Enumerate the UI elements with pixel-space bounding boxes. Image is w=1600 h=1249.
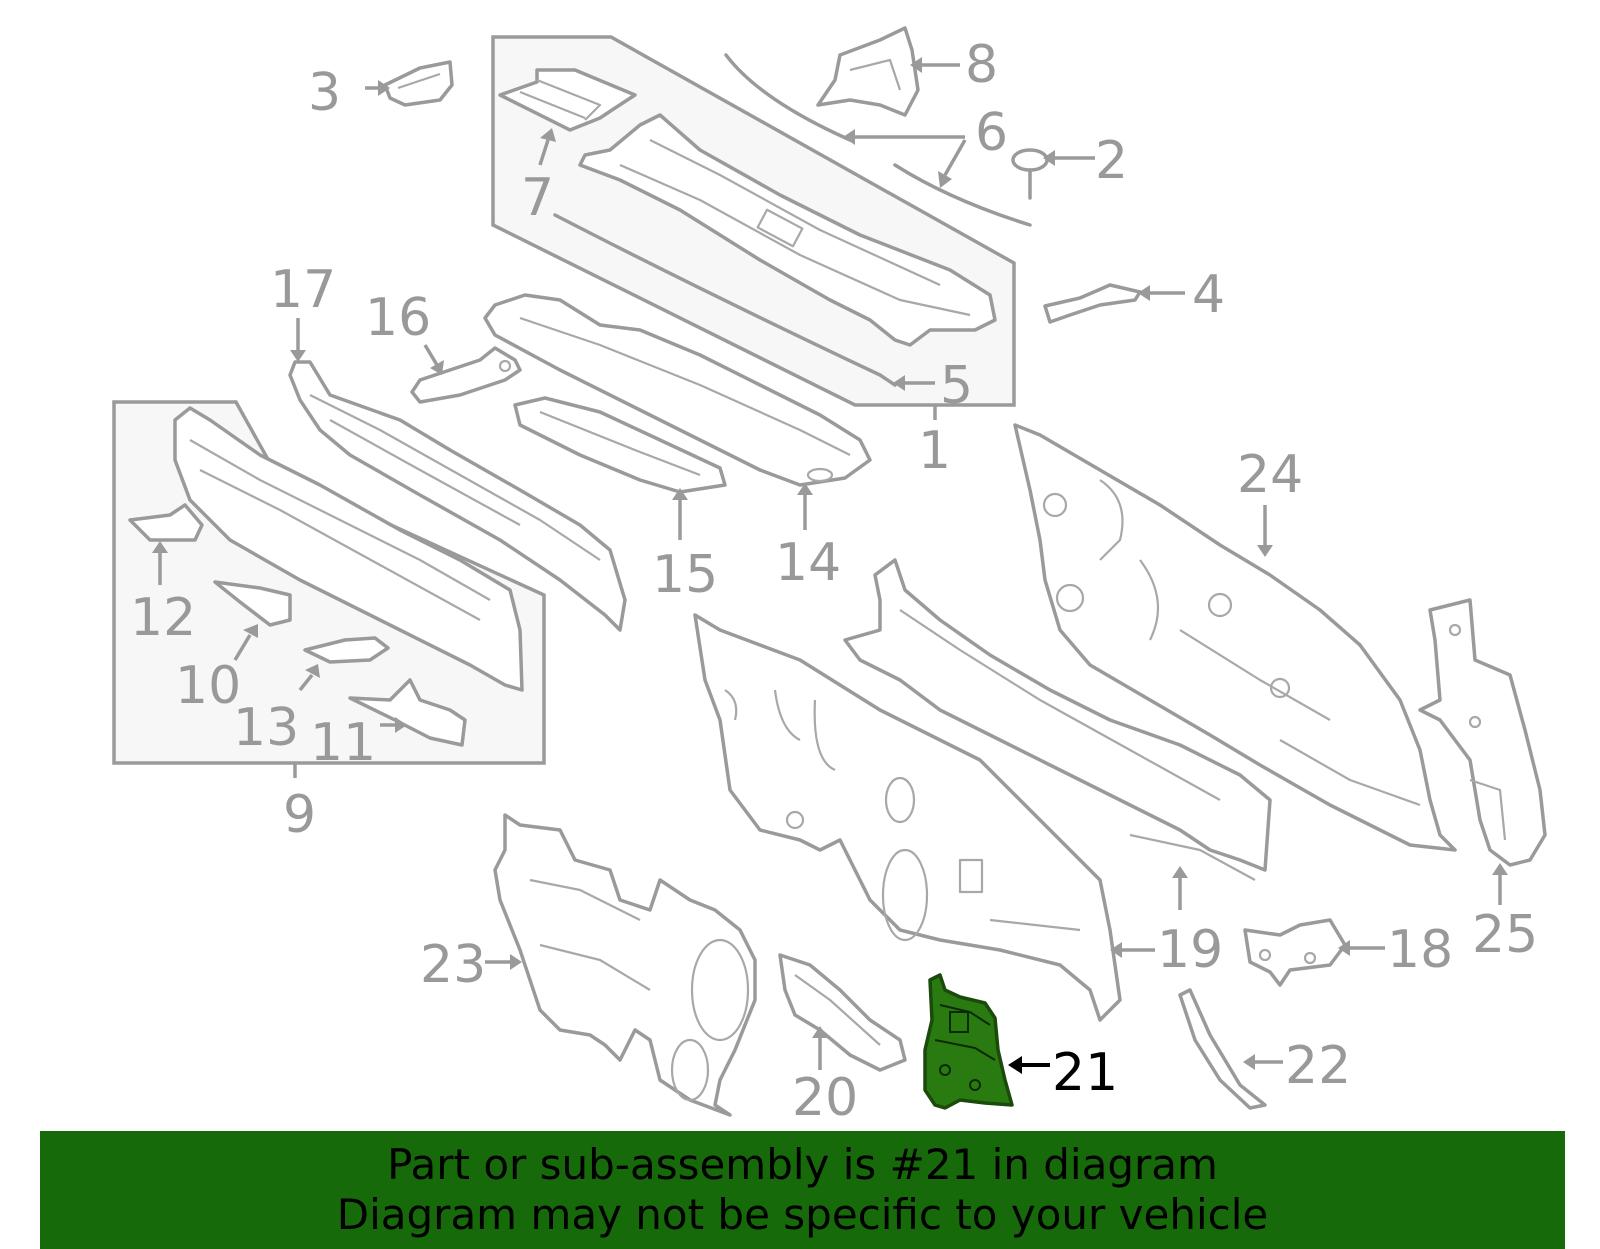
label-4: 4: [1192, 265, 1225, 325]
label-3: 3: [308, 63, 341, 123]
part-9-panel[interactable]: [173, 406, 524, 692]
part-3[interactable]: [383, 60, 454, 107]
part-21-highlighted[interactable]: [923, 973, 1014, 1110]
label-19: 19: [1157, 920, 1223, 980]
callout-labels: 1 2 3 4 5 6 7 8 9 10 11 12 13 14 15 16 1…: [130, 35, 1538, 1128]
label-22: 22: [1285, 1036, 1351, 1096]
label-7: 7: [521, 168, 554, 228]
label-24: 24: [1237, 445, 1303, 505]
label-11: 11: [310, 713, 376, 773]
part-11[interactable]: [348, 678, 467, 747]
banner-line-1: Part or sub-assembly is #21 in diagram: [387, 1140, 1218, 1189]
part-6[interactable]: [724, 53, 1032, 227]
part-25[interactable]: [1418, 598, 1547, 867]
label-2: 2: [1095, 131, 1128, 191]
label-21: 21: [1052, 1043, 1118, 1103]
part-2[interactable]: [1011, 148, 1049, 200]
part-20[interactable]: [778, 953, 907, 1072]
label-20: 20: [792, 1068, 858, 1128]
part-5[interactable]: [553, 113, 997, 387]
part-10[interactable]: [213, 580, 292, 627]
label-23: 23: [420, 935, 486, 995]
part-14[interactable]: [483, 293, 872, 487]
label-1: 1: [918, 421, 951, 481]
part-19[interactable]: [693, 613, 1122, 1022]
banner-line-2: Diagram may not be specific to your vehi…: [336, 1190, 1269, 1239]
label-10: 10: [175, 656, 241, 716]
part-19-bar[interactable]: [843, 558, 1272, 881]
part-17[interactable]: [288, 360, 627, 632]
label-6: 6: [975, 103, 1008, 163]
leader-arrow-21: [1008, 1056, 1050, 1074]
part-16[interactable]: [410, 346, 522, 404]
label-17: 17: [270, 260, 336, 320]
label-12: 12: [130, 588, 196, 648]
label-18: 18: [1387, 920, 1453, 980]
leader-arrows: [152, 57, 1508, 1070]
part-8[interactable]: [816, 26, 920, 117]
label-9: 9: [283, 785, 316, 845]
label-16: 16: [365, 288, 431, 348]
part-13[interactable]: [303, 636, 390, 664]
label-25: 25: [1472, 905, 1538, 965]
part-12[interactable]: [128, 503, 204, 542]
part-24[interactable]: [1013, 423, 1457, 852]
part-22[interactable]: [1178, 988, 1267, 1110]
part-23[interactable]: [493, 813, 757, 1117]
label-14: 14: [775, 533, 841, 593]
part-15[interactable]: [513, 396, 727, 494]
part-7[interactable]: [498, 68, 637, 132]
label-15: 15: [652, 545, 718, 605]
label-5: 5: [940, 356, 973, 416]
part-4[interactable]: [1043, 283, 1142, 324]
info-banner: Part or sub-assembly is #21 in diagram D…: [40, 1131, 1565, 1249]
label-8: 8: [965, 35, 998, 95]
label-13: 13: [233, 698, 299, 758]
part-18[interactable]: [1243, 918, 1347, 987]
